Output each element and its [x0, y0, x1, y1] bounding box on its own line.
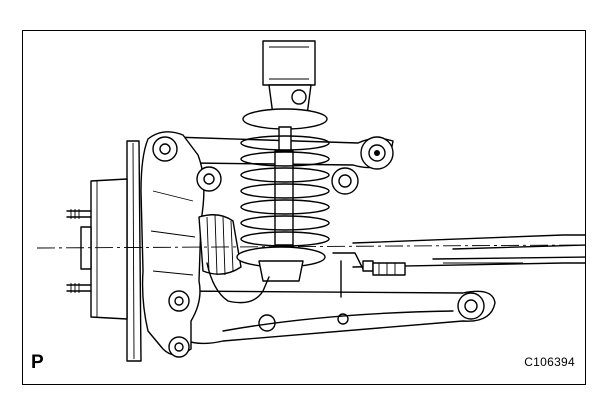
- rear-suspension-drawing: [36, 40, 585, 362]
- cv-joint-boot: [198, 214, 242, 276]
- drive-shaft: [352, 234, 585, 268]
- figure-code-label: C106394: [524, 355, 575, 369]
- shock-absorber: [236, 40, 328, 282]
- lower-control-arm: [172, 290, 496, 345]
- rear-knuckle: [140, 131, 222, 358]
- view-marker-label: P: [31, 352, 44, 373]
- axle-centerline: [36, 244, 585, 249]
- brake-hose: [206, 252, 406, 304]
- illustration-frame: P C106394: [22, 30, 586, 385]
- axle-hub: [66, 178, 128, 320]
- coil-spring: [240, 135, 330, 247]
- brake-disc: [126, 140, 142, 362]
